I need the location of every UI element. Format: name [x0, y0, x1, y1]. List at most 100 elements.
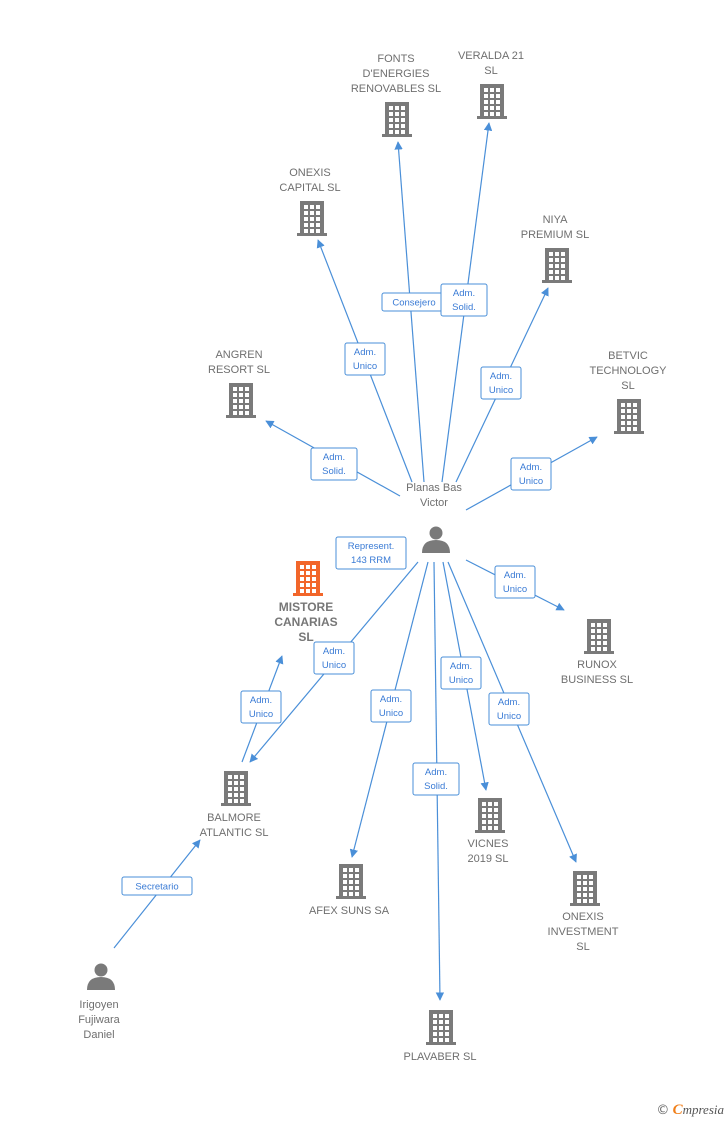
edge-label-text: Adm. [380, 694, 402, 705]
edge-label-box [121, 876, 193, 896]
node-label: CANARIAS [274, 615, 337, 629]
edge-label[interactable]: Represent. 143 RRM [335, 536, 407, 570]
edge-label[interactable]: Adm. Unico [370, 689, 412, 723]
node-label: BUSINESS SL [561, 674, 633, 686]
edge-label-box [370, 689, 412, 723]
node-label: 2019 SL [468, 853, 509, 865]
edge-label-text: Adm. [450, 661, 472, 672]
edge-label-text: Adm. [425, 767, 447, 778]
edge-label-text: Adm. [323, 452, 345, 463]
node-balmore[interactable]: BALMORE ATLANTIC SL [200, 771, 269, 839]
edge-label-text: Secretario [135, 882, 178, 893]
building-icon [226, 383, 256, 418]
building-icon [584, 619, 614, 654]
edge-label[interactable]: Adm.Unico [440, 656, 482, 690]
edge-label-text: Solid. [424, 781, 448, 792]
edge-label-text: Adm. [323, 646, 345, 657]
edge-label[interactable]: Adm. Solid. [310, 447, 358, 481]
node-label: SL [576, 941, 589, 953]
edge-label-text: 143 RRM [351, 555, 391, 566]
node-label: SL [298, 630, 313, 644]
node-label: SL [484, 65, 497, 77]
node-plavaber[interactable]: PLAVABER SL [404, 1010, 477, 1063]
edge-label[interactable]: Adm. Unico [488, 692, 530, 726]
node-label: Irigoyen [79, 999, 118, 1011]
node-label: Daniel [83, 1029, 114, 1041]
edge-label[interactable]: Adm. Unico [313, 641, 355, 675]
edge-label[interactable]: Adm.Unico [480, 366, 522, 400]
edge-label-text: Consejero [392, 298, 435, 309]
node-label: FONTS [377, 53, 414, 65]
brand-initial: C [672, 1102, 683, 1118]
edge-label-text: Unico [519, 476, 543, 487]
building-icon [297, 201, 327, 236]
node-label: Planas Bas [406, 482, 462, 494]
node-onexis_inv[interactable]: ONEXIS INVESTMENT SL [548, 871, 619, 953]
edge-label-text: Unico [497, 711, 521, 722]
edge-label-text: Solid. [322, 466, 346, 477]
edge-label-text: Adm. [504, 570, 526, 581]
edge-label-box [310, 447, 358, 481]
edge-label-box [494, 565, 536, 599]
edge-label[interactable]: Secretario [121, 876, 193, 896]
node-label: ONEXIS [289, 167, 331, 179]
node-label: CAPITAL SL [279, 182, 340, 194]
node-label: ATLANTIC SL [200, 827, 269, 839]
edge-label-box [412, 762, 460, 796]
edge-label[interactable]: Adm. Solid. [412, 762, 460, 796]
edge-label-text: Unico [322, 660, 346, 671]
edge-label-text: Unico [249, 709, 273, 720]
node-label: PREMIUM SL [521, 229, 589, 241]
node-afex[interactable]: AFEX SUNS SA [309, 864, 390, 917]
edge-line [394, 141, 425, 483]
node-label: BETVIC [608, 350, 648, 362]
edge-label[interactable]: Consejero [381, 292, 447, 312]
node-onexis_cap[interactable]: ONEXIS CAPITAL SL [279, 167, 341, 236]
edge-planas-fonts [394, 141, 425, 483]
edge-label[interactable]: Adm. Solid. [440, 283, 488, 317]
building-icon [570, 871, 600, 906]
node-label: BALMORE [207, 812, 261, 824]
node-label: SL [621, 380, 634, 392]
building-icon [221, 771, 251, 806]
node-veralda[interactable]: VERALDA 21 SL [458, 50, 524, 119]
node-label: ONEXIS [562, 911, 604, 923]
node-vicnes[interactable]: VICNES 2019 SL [468, 798, 509, 865]
building-icon [542, 248, 572, 283]
edge-labels-layer: ConsejeroAdm.Solid.Adm.UnicoAdm.UnicoAdm… [121, 283, 552, 896]
edge-label-box [440, 283, 488, 317]
edge-label-box [488, 692, 530, 726]
edge-label[interactable]: Adm.Unico [344, 342, 386, 376]
edge-label-text: Represent. [348, 541, 394, 552]
node-label: VERALDA 21 [458, 50, 524, 62]
edge-label-text: Adm. [520, 462, 542, 473]
edge-label-text: Solid. [452, 302, 476, 313]
person-icon [87, 963, 115, 990]
building-icon [614, 399, 644, 434]
edge-label-text: Unico [503, 584, 527, 595]
edge-label-text: Unico [379, 708, 403, 719]
node-label: VICNES [468, 838, 509, 850]
building-icon [477, 84, 507, 119]
edge-label-text: Adm. [498, 697, 520, 708]
edge-label-box [313, 641, 355, 675]
edge-label[interactable]: Adm. Unico [510, 457, 552, 491]
node-label: RENOVABLES SL [351, 83, 441, 95]
edge-label[interactable]: Adm.Unico [240, 690, 282, 724]
copyright-icon: © [656, 1103, 670, 1118]
edge-label-box [240, 690, 282, 724]
node-label: MISTORE [279, 600, 333, 614]
edge-label-text: Adm. [453, 288, 475, 299]
node-label: INVESTMENT [548, 926, 619, 938]
edge-label[interactable]: Adm. Unico [494, 565, 536, 599]
edge-label-box [510, 457, 552, 491]
